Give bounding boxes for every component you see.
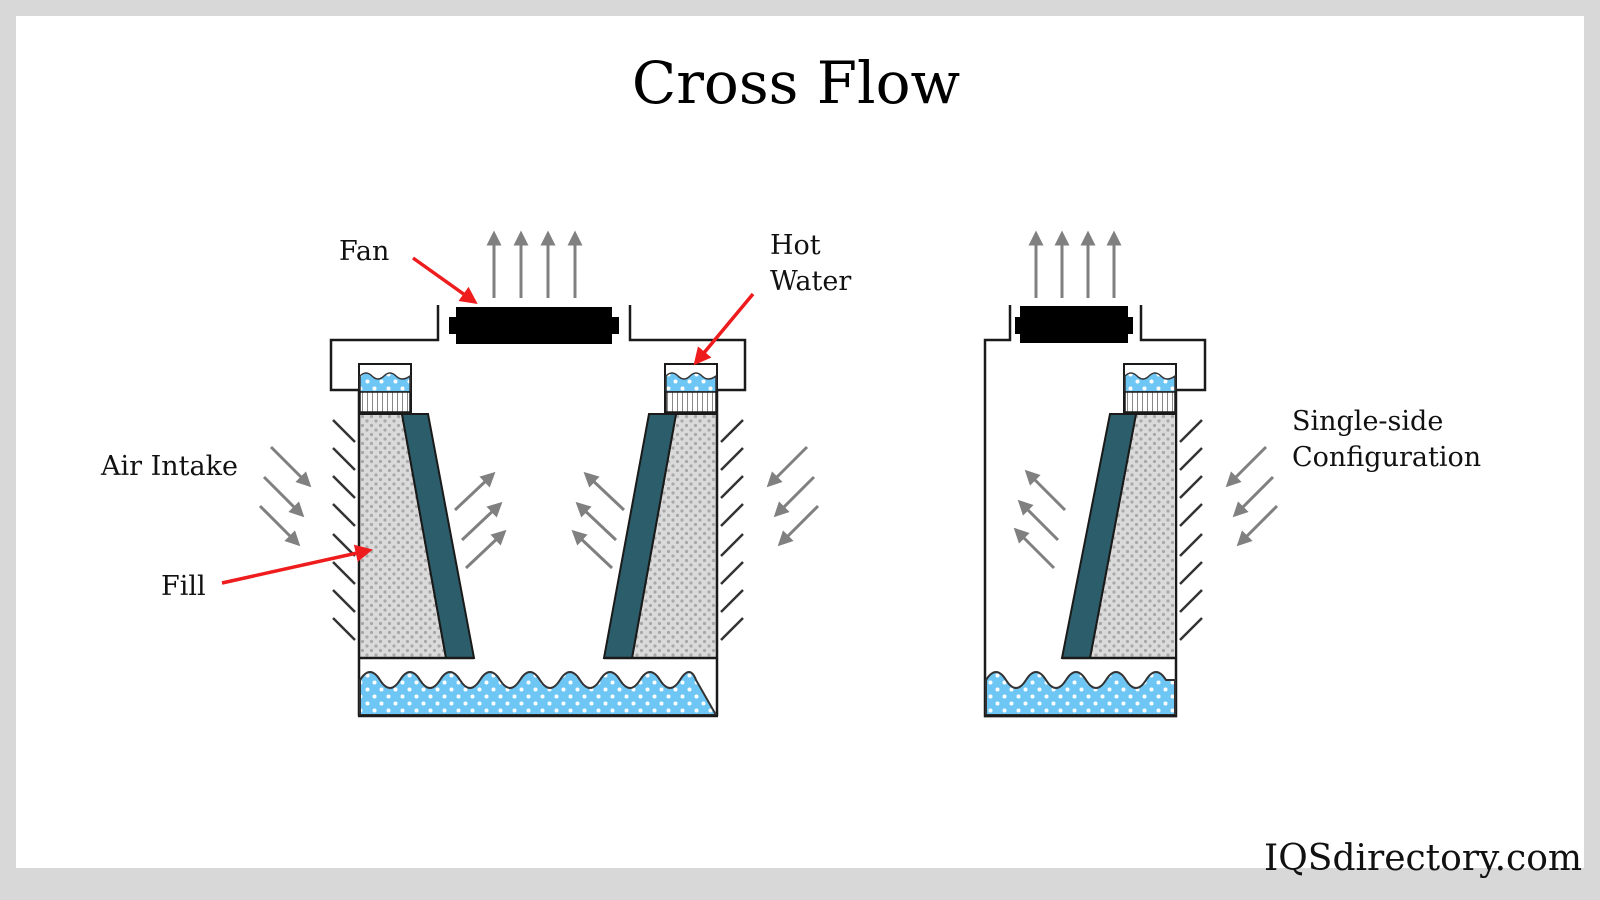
exhaust-arrows [1028, 230, 1122, 298]
air-intake-arrows-right [766, 445, 820, 547]
exhaust-arrows [486, 230, 583, 298]
inner-airflow-arrows [1013, 469, 1067, 570]
housing-outline-right [1139, 305, 1207, 392]
fan-icon [449, 307, 619, 344]
double-side-crossflow-tower [258, 230, 820, 718]
louvers [1179, 419, 1203, 641]
fan-callout-arrow [411, 256, 478, 305]
diagram-title: Cross Flow [632, 49, 960, 117]
diagram-canvas [16, 16, 1584, 868]
air-intake-arrows-left [258, 445, 312, 547]
brand-watermark: IQSdirectory.com [1264, 838, 1582, 879]
housing-outline-left [329, 305, 440, 392]
hot-water-basin-left [358, 363, 412, 414]
inner-airflow-arrows-right [571, 471, 626, 570]
housing-outline [983, 305, 1178, 718]
cold-water-basin [359, 671, 718, 716]
fan-icon [1015, 306, 1133, 343]
hot-water-basin [1123, 363, 1177, 414]
hot-water-basin-right [664, 363, 718, 414]
single-side-label-line2: Configuration [1292, 442, 1481, 473]
fan-label: Fan [339, 236, 389, 267]
fill-label: Fill [161, 571, 206, 602]
hot-water-callout-arrow [693, 292, 755, 366]
cold-water-basin [985, 671, 1176, 716]
fill-callout-arrow [221, 544, 373, 585]
louvers-right [720, 419, 744, 641]
single-side-crossflow-tower [983, 230, 1279, 718]
louvers-left [332, 419, 356, 641]
inner-airflow-arrows-left [453, 471, 507, 570]
air-intake-arrows [1225, 445, 1279, 547]
single-side-label-line1: Single-side [1292, 406, 1443, 437]
air-intake-label: Air Intake [100, 451, 238, 482]
housing-outline-right [628, 305, 747, 392]
hot-water-label-line1: Hot [770, 230, 821, 261]
hot-water-label-line2: Water [770, 266, 851, 297]
